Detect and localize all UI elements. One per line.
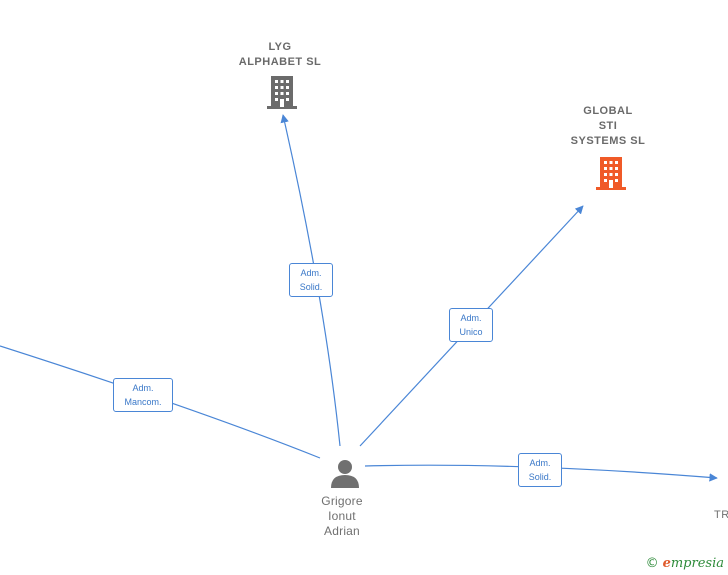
edge-label-right: Adm. Solid. [518, 453, 562, 487]
brand-initial: e [662, 556, 671, 571]
edge-label-global: Adm. Unico [449, 308, 493, 342]
empresia-logo: ©empresia [646, 556, 724, 571]
brand-name: mpresia [670, 556, 724, 571]
edge-label-lyg: Adm. Solid. [289, 263, 333, 297]
edge-label-left: Adm. Mancom. [113, 378, 173, 412]
building-icon-highlighted[interactable] [596, 157, 626, 190]
copyright-symbol: © [645, 556, 659, 571]
node-label-lyg[interactable]: LYG ALPHABET SL [238, 41, 322, 68]
node-label-person[interactable]: Grigore Ionut Adrian [321, 494, 363, 538]
building-icon[interactable] [267, 76, 297, 109]
person-icon[interactable] [331, 460, 359, 488]
node-label-tr[interactable]: TR [714, 509, 728, 521]
node-label-global[interactable]: GLOBAL STI SYSTEMS SL [570, 105, 646, 147]
edge-from-left [0, 345, 321, 459]
